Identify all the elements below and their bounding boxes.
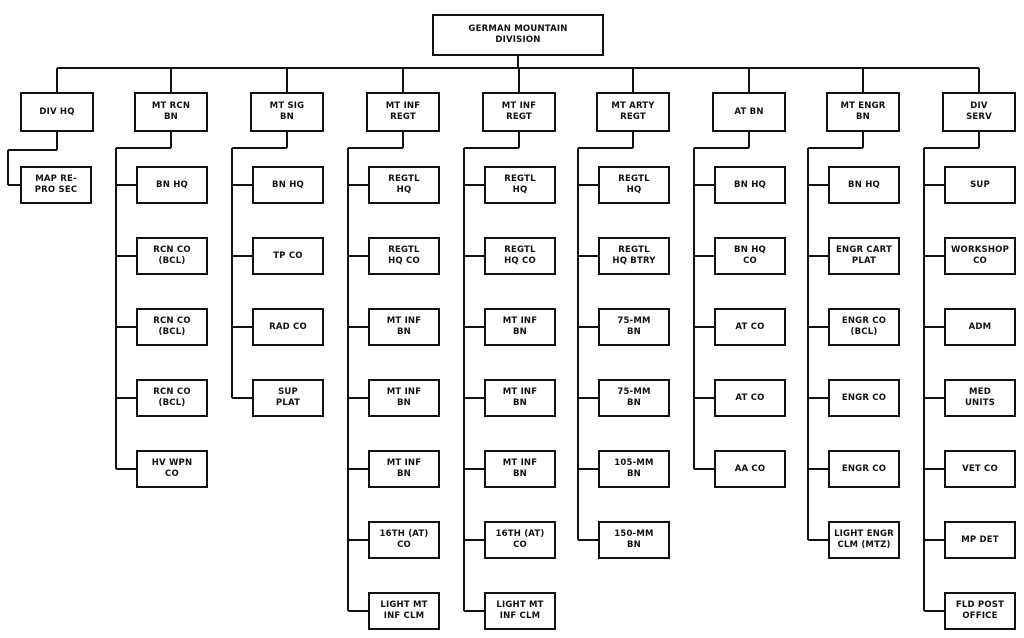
child-unit-box: RCN CO (BCL)	[136, 379, 208, 417]
child-unit-box: LIGHT MT INF CLM	[368, 592, 440, 630]
child-unit-box: MT INF BN	[368, 379, 440, 417]
child-unit-box: HV WPN CO	[136, 450, 208, 488]
child-unit-box: REGTL HQ	[598, 166, 670, 204]
division-root-box: GERMAN MOUNTAIN DIVISION	[432, 14, 604, 56]
child-unit-box: BN HQ	[252, 166, 324, 204]
child-unit-box: FLD POST OFFICE	[944, 592, 1016, 630]
column-header-box: DIV SERV	[942, 92, 1016, 132]
column-header-box: DIV HQ	[20, 92, 94, 132]
child-unit-box: 75-MM BN	[598, 308, 670, 346]
child-unit-box: RCN CO (BCL)	[136, 237, 208, 275]
child-unit-box: AT CO	[714, 308, 786, 346]
child-unit-box: BN HQ	[136, 166, 208, 204]
child-unit-box: REGTL HQ	[484, 166, 556, 204]
child-unit-box: LIGHT ENGR CLM (MTZ)	[828, 521, 900, 559]
column-header-box: MT INF REGT	[366, 92, 440, 132]
column-header-box: AT BN	[712, 92, 786, 132]
child-unit-box: AT CO	[714, 379, 786, 417]
child-unit-box: MT INF BN	[368, 450, 440, 488]
child-unit-box: MT INF BN	[484, 379, 556, 417]
child-unit-box: 75-MM BN	[598, 379, 670, 417]
child-unit-box: SUP	[944, 166, 1016, 204]
child-unit-box: MT INF BN	[484, 450, 556, 488]
child-unit-box: ENGR CO	[828, 450, 900, 488]
child-unit-box: AA CO	[714, 450, 786, 488]
child-unit-box: MED UNITS	[944, 379, 1016, 417]
child-unit-box: RAD CO	[252, 308, 324, 346]
child-unit-box: REGTL HQ CO	[484, 237, 556, 275]
column-header-box: MT ARTY REGT	[596, 92, 670, 132]
child-unit-box: MAP RE- PRO SEC	[20, 166, 92, 204]
child-unit-box: MP DET	[944, 521, 1016, 559]
child-unit-box: ADM	[944, 308, 1016, 346]
child-unit-box: ENGR CART PLAT	[828, 237, 900, 275]
child-unit-box: RCN CO (BCL)	[136, 308, 208, 346]
column-header-box: MT INF REGT	[482, 92, 556, 132]
child-unit-box: WORKSHOP CO	[944, 237, 1016, 275]
child-unit-box: SUP PLAT	[252, 379, 324, 417]
child-unit-box: BN HQ	[714, 166, 786, 204]
column-header-box: MT SIG BN	[250, 92, 324, 132]
child-unit-box: REGTL HQ CO	[368, 237, 440, 275]
child-unit-box: ENGR CO (BCL)	[828, 308, 900, 346]
child-unit-box: TP CO	[252, 237, 324, 275]
child-unit-box: REGTL HQ	[368, 166, 440, 204]
child-unit-box: BN HQ CO	[714, 237, 786, 275]
child-unit-box: ENGR CO	[828, 379, 900, 417]
child-unit-box: 16TH (AT) CO	[368, 521, 440, 559]
child-unit-box: 105-MM BN	[598, 450, 670, 488]
child-unit-box: REGTL HQ BTRY	[598, 237, 670, 275]
child-unit-box: LIGHT MT INF CLM	[484, 592, 556, 630]
column-header-box: MT RCN BN	[134, 92, 208, 132]
child-unit-box: 16TH (AT) CO	[484, 521, 556, 559]
child-unit-box: 150-MM BN	[598, 521, 670, 559]
child-unit-box: BN HQ	[828, 166, 900, 204]
child-unit-box: MT INF BN	[368, 308, 440, 346]
column-header-box: MT ENGR BN	[826, 92, 900, 132]
child-unit-box: VET CO	[944, 450, 1016, 488]
child-unit-box: MT INF BN	[484, 308, 556, 346]
